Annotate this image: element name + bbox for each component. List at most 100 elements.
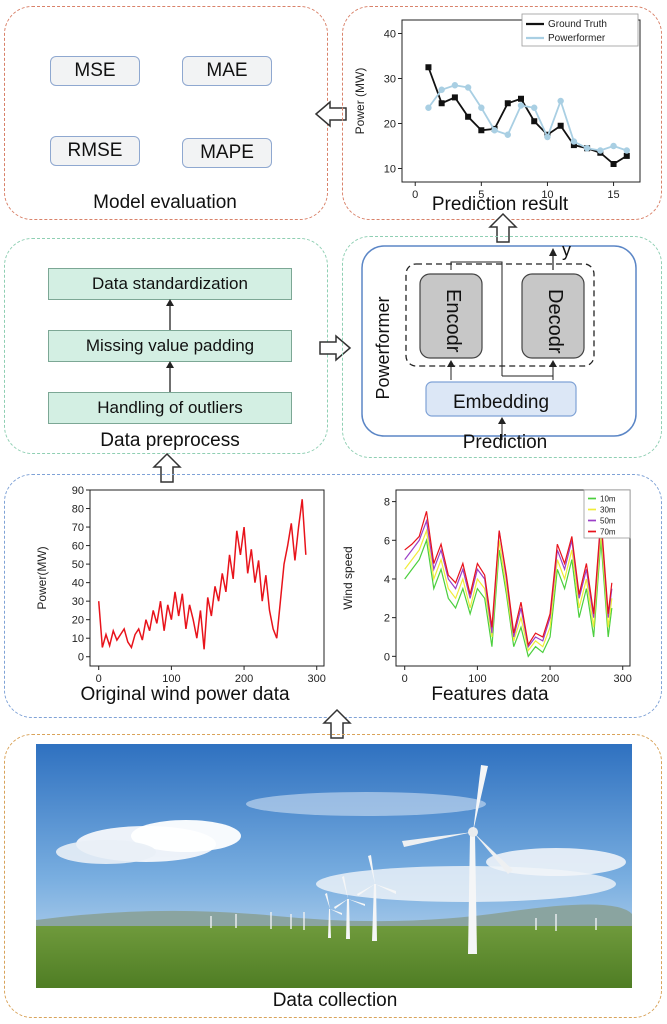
data-point [425, 64, 432, 71]
prediction-panel [342, 236, 662, 458]
model-evaluation-panel [4, 6, 328, 220]
y-tick-label: 0 [78, 652, 84, 664]
decoder-label: Decodr [544, 289, 566, 354]
features-data-title: Features data [431, 684, 549, 705]
data-point [570, 142, 577, 149]
x-tick-label: 0 [96, 673, 102, 685]
powerformer-diagram [361, 245, 637, 440]
embedding-label: Embedding [452, 392, 550, 413]
y-axis-label: Power (MW) [353, 68, 367, 135]
y-tick-label: 10 [384, 164, 396, 176]
series-line-0 [97, 499, 307, 650]
encoder-label: Encodr [442, 289, 464, 353]
plot-frame [395, 489, 631, 667]
y-tick-label: 70 [72, 522, 84, 534]
x-tick-label: 10 [541, 189, 553, 201]
data-point [478, 127, 485, 134]
data-point [438, 86, 445, 93]
prediction-result-title: Prediction result [431, 194, 569, 215]
y-tick-label: 30 [72, 596, 84, 608]
data-point [504, 131, 511, 138]
data-point [583, 145, 591, 152]
data-point [570, 138, 578, 145]
model-evaluation-title: Model evaluation [93, 192, 237, 213]
output-y-label: y [562, 240, 571, 260]
x-tick-label: 200 [235, 673, 253, 685]
y-tick-label: 8 [384, 497, 390, 509]
mae-metric-box: MAE [182, 56, 272, 86]
x-tick-label: 300 [614, 673, 632, 685]
y-tick-label: 2 [384, 613, 390, 625]
powerformer-label: Powerformer [373, 296, 393, 400]
x-tick-label: 100 [162, 673, 180, 685]
data-point [464, 84, 472, 91]
data-point [518, 95, 524, 102]
series-line-1 [404, 528, 613, 652]
y-axis-label: Power(MW) [35, 546, 49, 609]
up-arrow-icon [488, 212, 518, 243]
data-point [597, 147, 604, 154]
x-tick-label: 200 [541, 673, 559, 685]
series-line-0 [427, 66, 628, 166]
data-point [491, 127, 498, 134]
series-line-0 [404, 537, 613, 658]
plot-frame [401, 19, 641, 183]
data-point [623, 147, 630, 154]
data-point [544, 133, 551, 141]
preprocess-arrows [166, 299, 174, 392]
data-point [425, 104, 432, 111]
data-point [610, 161, 617, 167]
mse-metric-box: MSE [50, 56, 140, 86]
data-point [465, 113, 472, 120]
rmse-metric-box: RMSE [50, 136, 140, 166]
data-point [531, 104, 538, 111]
legend-label: 10m [600, 495, 616, 504]
data-point [478, 104, 485, 111]
y-tick-label: 4 [384, 574, 390, 586]
original-wind-power-title: Original wind power data [80, 684, 290, 705]
data-point [623, 152, 630, 159]
data-collection-panel [4, 734, 662, 1018]
prediction-title: Prediction [462, 432, 548, 453]
y-tick-label: 6 [384, 535, 390, 547]
legend-label: Ground Truth [548, 19, 607, 30]
data-preprocess-title: Data preprocess [100, 430, 240, 451]
x-tick-label: 5 [478, 189, 484, 201]
y-tick-label: 30 [384, 74, 396, 86]
y-tick-label: 40 [72, 578, 84, 590]
plot-frame [89, 489, 325, 667]
wind-farm-photo [36, 744, 632, 988]
data-point [451, 94, 458, 101]
x-tick-label: 100 [468, 673, 486, 685]
legend-label: 70m [600, 528, 616, 537]
missing-value-padding-box: Missing value padding [48, 330, 292, 362]
data-collection-title: Data collection [272, 990, 398, 1011]
y-tick-label: 90 [72, 485, 84, 497]
handling-outliers-box: Handling of outliers [48, 392, 292, 424]
y-tick-label: 50 [72, 559, 84, 571]
y-tick-label: 20 [384, 119, 396, 131]
y-axis-label: Wind speed [341, 546, 355, 609]
y-tick-label: 80 [72, 504, 84, 516]
mape-metric-box: MAPE [182, 138, 272, 168]
series-line-1 [427, 84, 628, 152]
legend-label: Powerformer [548, 33, 606, 44]
y-tick-label: 40 [384, 29, 396, 41]
y-tick-label: 20 [72, 615, 84, 627]
series-line-3 [404, 511, 613, 647]
up-arrow-icon [152, 452, 182, 483]
y-tick-label: 0 [384, 651, 390, 663]
y-tick-label: 60 [72, 541, 84, 553]
up-arrow-icon [322, 708, 352, 739]
x-tick-label: 0 [412, 189, 418, 201]
x-tick-label: 0 [402, 673, 408, 685]
data-point [451, 82, 459, 89]
data-point [504, 100, 511, 107]
y-tick-label: 10 [72, 633, 84, 645]
legend-label: 50m [600, 517, 616, 526]
data-point [557, 97, 564, 105]
left-arrow-icon [314, 100, 347, 128]
